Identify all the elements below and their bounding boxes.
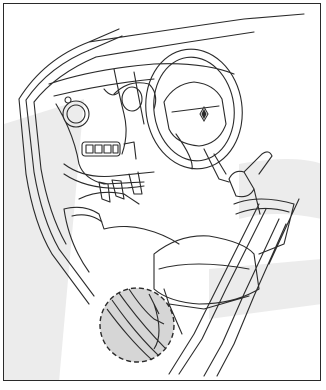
floor-mat xyxy=(64,207,179,272)
switch-panel xyxy=(82,142,136,159)
illustration-frame xyxy=(3,3,321,381)
renault-logo-icon xyxy=(200,107,208,121)
magnifier-highlight xyxy=(100,288,174,362)
car-interior-illustration xyxy=(4,4,321,381)
steering-wheel xyxy=(138,43,250,175)
windshield-lines xyxy=(89,14,304,57)
